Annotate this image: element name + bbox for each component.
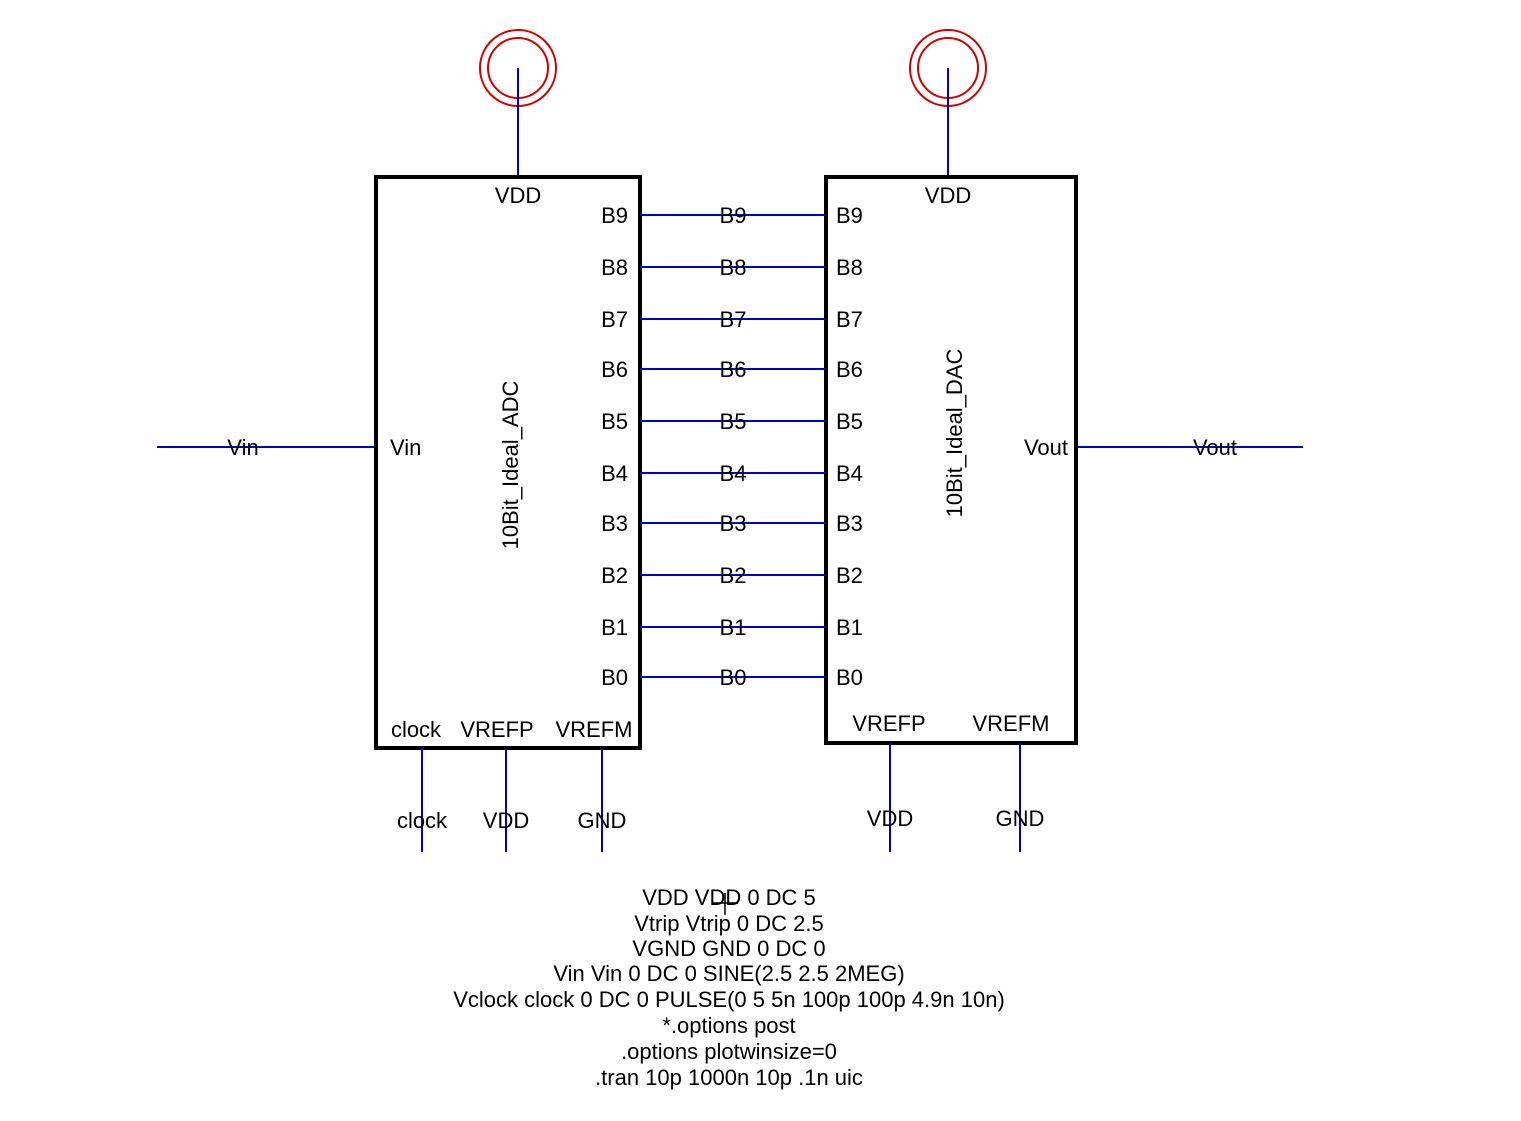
dac-name-label: 10Bit_Ideal_DAC	[942, 349, 967, 518]
bus-net-label: B4	[720, 461, 747, 486]
dac-input-pin-label: B8	[836, 255, 863, 280]
adc-output-pin-label: B3	[601, 511, 628, 536]
adc-name-label: 10Bit_Ideal_ADC	[498, 381, 523, 550]
adc-clock-pin-label: clock	[391, 717, 442, 742]
adc-vdd-pin-label: VDD	[495, 183, 541, 208]
dac-input-pin-label: B4	[836, 461, 863, 486]
vin-net-label: Vin	[227, 435, 258, 460]
bus-net-label: B9	[720, 203, 747, 228]
adc-bottom-connections: clock VDD GND	[397, 748, 627, 852]
adc-vin-pin-label: Vin	[390, 435, 421, 460]
dac-vout-pin-label: Vout	[1024, 435, 1068, 460]
adc-clock-net-label: clock	[397, 808, 448, 833]
dac-input-pin-label: B2	[836, 563, 863, 588]
adc-output-pin-label: B8	[601, 255, 628, 280]
bus-net-label: B5	[720, 409, 747, 434]
netlist-line: Vin Vin 0 DC 0 SINE(2.5 2.5 2MEG)	[553, 961, 904, 986]
adc-output-pin-label: B0	[601, 665, 628, 690]
dac-input-pin-label: B1	[836, 615, 863, 640]
bus-net-label: B0	[720, 665, 747, 690]
netlist-line: VDD VDD 0 DC 5	[642, 885, 816, 910]
bus-net-label: B8	[720, 255, 747, 280]
netlist-block: VDD VDD 0 DC 5 Vtrip Vtrip 0 DC 2.5 VGND…	[453, 885, 1005, 1090]
dac-vrefm-pin-label: VREFM	[973, 711, 1050, 736]
netlist-line: .tran 10p 1000n 10p .1n uic	[595, 1065, 863, 1090]
adc-vrefp-pin-label: VREFP	[460, 717, 533, 742]
adc-output-pin-label: B7	[601, 307, 628, 332]
bus-net-label: B1	[720, 615, 747, 640]
adc-vrefm-pin-label: VREFM	[556, 717, 633, 742]
dac-block[interactable]: VDD Vout 10Bit_Ideal_DAC VREFP VREFM B9B…	[824, 175, 1078, 745]
dac-input-pin-label: B9	[836, 203, 863, 228]
bus-net-label: B2	[720, 563, 747, 588]
netlist-line: Vtrip Vtrip 0 DC 2.5	[634, 911, 824, 936]
dac-vrefm-net-label: GND	[996, 806, 1045, 831]
crosshair-cursor-icon	[712, 893, 738, 915]
bus-net-label: B3	[720, 511, 747, 536]
adc-output-pin-label: B6	[601, 357, 628, 382]
adc-vrefm-net-label: GND	[578, 808, 627, 833]
dac-input-pin-label: B0	[836, 665, 863, 690]
netlist-line: VGND GND 0 DC 0	[632, 936, 825, 961]
netlist-line: Vclock clock 0 DC 0 PULSE(0 5 5n 100p 10…	[453, 987, 1005, 1012]
adc-output-pin-label: B2	[601, 563, 628, 588]
dac-input-pin-label: B5	[836, 409, 863, 434]
bus-net-label: B7	[720, 307, 747, 332]
dac-vrefp-net-label: VDD	[867, 806, 913, 831]
dac-vdd-supply-icon	[909, 29, 987, 177]
dac-vdd-pin-label: VDD	[925, 183, 971, 208]
adc-output-pin-label: B1	[601, 615, 628, 640]
adc-block[interactable]: VDD Vin 10Bit_Ideal_ADC clock VREFP VREF…	[374, 175, 642, 750]
adc-output-pin-label: B9	[601, 203, 628, 228]
vout-net-label: Vout	[1193, 435, 1237, 460]
netlist-line: .options plotwinsize=0	[621, 1039, 837, 1064]
dac-input-pin-label: B3	[836, 511, 863, 536]
dac-input-pin-label: B6	[836, 357, 863, 382]
dac-input-pin-label: B7	[836, 307, 863, 332]
adc-output-pin-label: B4	[601, 461, 628, 486]
bus-net-label: B6	[720, 357, 747, 382]
adc-output-pin-label: B5	[601, 409, 628, 434]
adc-vdd-supply-icon	[479, 29, 557, 177]
adc-vrefp-net-label: VDD	[483, 808, 529, 833]
dac-bottom-connections: VDD GND	[867, 743, 1045, 852]
netlist-line: *.options post	[662, 1013, 795, 1038]
dac-vrefp-pin-label: VREFP	[852, 711, 925, 736]
